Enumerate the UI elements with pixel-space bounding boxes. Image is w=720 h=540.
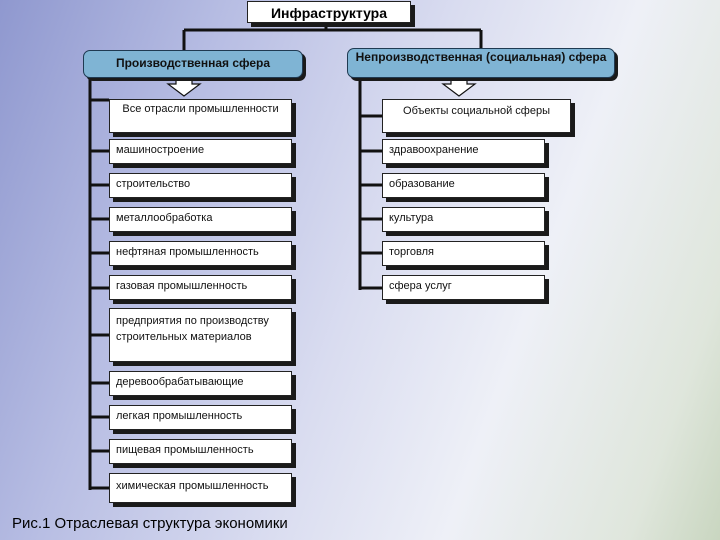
production-item: легкая промышленность xyxy=(109,405,292,430)
production-item: деревообрабатывающие xyxy=(109,371,292,396)
figure-caption: Рис.1 Отраслевая структура экономики xyxy=(12,515,288,532)
production-group-header: Все отрасли промышленности xyxy=(109,99,292,133)
production-item: машиностроение xyxy=(109,139,292,164)
production-item: нефтяная промышленность xyxy=(109,241,292,266)
nonproduction-item: образование xyxy=(382,173,545,198)
production-item: газовая промышленность xyxy=(109,275,292,300)
infrastructure-title: Инфраструктура xyxy=(247,1,411,23)
nonproduction-item: торговля xyxy=(382,241,545,266)
nonproduction-group-header: Объекты социальной сферы xyxy=(382,99,571,133)
nonproduction-item: сфера услуг xyxy=(382,275,545,300)
production-sector-header: Производственная сфера xyxy=(83,50,303,78)
production-item: строительство xyxy=(109,173,292,198)
nonproduction-item: здравоохранение xyxy=(382,139,545,164)
production-item: пищевая промышленность xyxy=(109,439,292,464)
production-item: металлообработка xyxy=(109,207,292,232)
nonproduction-sector-header: Непроизводственная (социальная) сфера xyxy=(347,48,615,78)
nonproduction-item: культура xyxy=(382,207,545,232)
production-item: предприятия по производству строительных… xyxy=(109,308,292,362)
production-item: химическая промышленность xyxy=(109,473,292,503)
